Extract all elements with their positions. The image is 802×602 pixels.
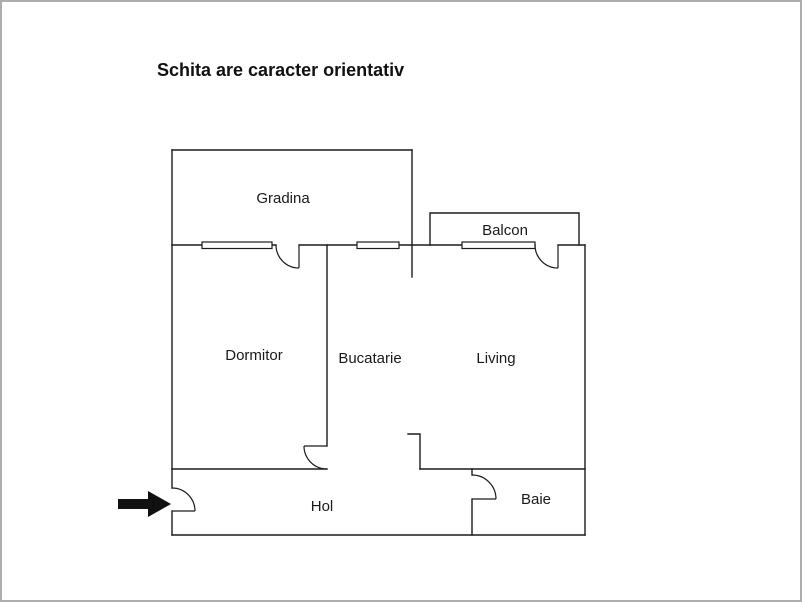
window-living [461,241,536,250]
door-balcon-swing [534,244,559,269]
door-dormitor-swing [303,445,328,470]
room-label-hol: Hol [311,498,334,515]
wall-balcon [429,212,580,246]
window-bucatarie [356,241,400,250]
room-label-balcon: Balcon [482,222,528,239]
room-label-bucatarie: Bucatarie [338,350,401,367]
plan-title: Schita are caracter orientativ [157,60,404,80]
wall-living-notch [407,433,421,470]
room-label-baie: Baie [521,491,551,508]
windows [201,241,536,250]
entrance-arrow-icon [118,491,171,517]
room-label-living: Living [476,350,515,367]
doors [171,244,559,512]
door-baie-swing [471,474,497,500]
door-gradina-swing [275,244,300,269]
door-entrance-swing [171,487,196,512]
room-label-gradina: Gradina [256,190,310,207]
window-dormitor [201,241,273,250]
room-label-dormitor: Dormitor [225,347,283,364]
walls [171,149,586,536]
